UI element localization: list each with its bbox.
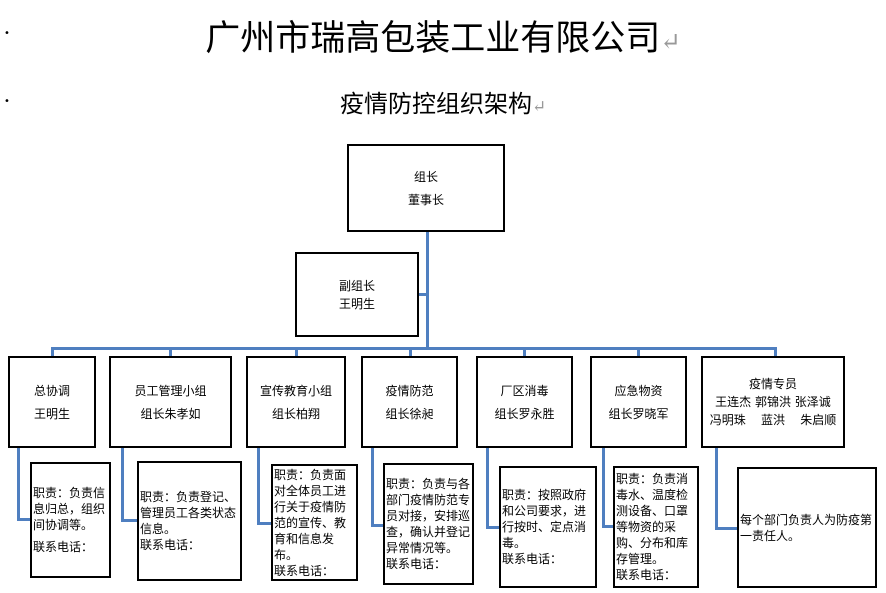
bullet-marker: • [4,96,10,107]
document-title: 广州市瑞高包装工业有限公司↵ [0,10,886,61]
dept-title: 疫情专员 [748,377,797,391]
phone-label: 联系电话： [616,568,677,582]
connector-line [602,446,605,525]
connector-line [486,526,500,529]
document-subtitle: 疫情防控组织架构↵ [0,84,886,119]
dept-title: 总协调 [33,383,70,398]
connector-line [121,519,138,522]
dept-box: 总协调王明生 [8,356,96,448]
duty-box: 职责：按照政府和公司要求，进行按时、定点消毒。联系电话： [499,466,597,588]
dept-title: 厂区消毒 [500,383,549,398]
connector-line [409,348,412,357]
connector-line [51,347,777,350]
paragraph-mark-icon: ↵ [531,96,547,116]
leader-box: 组长 董事长 [347,144,505,232]
vice-leader-box: 副组长 王明生 [295,252,419,337]
duty-text: 职责：负责面对全体员工进行关于疫情防范的宣传、教育和信息发布。 [274,467,347,562]
connector-line [523,348,526,357]
phone-label: 联系电话： [140,538,201,552]
duty-box: 职责：负责信息归总，组织间协调等。联系电话： [30,462,111,578]
dept-title: 员工管理小组 [134,383,207,398]
dept-leader: 组长柏翔 [271,406,320,421]
connector-line [257,446,260,522]
duty-box: 职责：负责与各部门疫情防范专员对接，安排巡查，确认并登记异常情况等。联系电话： [383,463,474,585]
dept-box: 宣传教育小组组长柏翔 [246,356,346,448]
dept-title: 宣传教育小组 [259,383,332,398]
vice-role: 副组长 [338,278,375,293]
subtitle-text: 疫情防控组织架构 [339,90,532,118]
duty-box: 职责：负责登记、管理员工各类状态信息。联系电话： [137,461,242,581]
duty-text: 职责：按照政府和公司要求，进行按时、定点消毒。 [502,488,587,550]
dept-box: 疫情防范组长徐昶 [361,356,458,448]
duty-box: 每个部门负责人为防疫第一责任人。 [737,467,877,588]
connector-line [486,446,489,526]
duty-text: 职责：负责登记、管理员工各类状态信息。 [140,490,237,536]
connector-line [17,446,20,518]
dept-member-names: 冯明珠 蓝洪 朱启顺 [709,413,837,427]
dept-leader: 组长罗永胜 [494,406,555,421]
connector-line [295,348,298,357]
connector-line [51,348,54,357]
duty-box: 职责：负责面对全体员工进行关于疫情防范的宣传、教育和信息发布。联系电话： [271,464,358,581]
connector-line [637,348,640,357]
leader-role: 组长 [413,169,438,184]
dept-leader: 组长徐昶 [385,406,434,421]
bullet-marker: • [4,28,10,39]
connector-line [602,525,614,528]
duty-text: 每个部门负责人为防疫第一责任人。 [740,512,873,543]
phone-label: 联系电话： [502,552,563,566]
dept-title: 应急物资 [614,383,663,398]
vice-name: 王明生 [338,296,375,311]
dept-box: 厂区消毒组长罗永胜 [476,356,573,448]
title-text: 广州市瑞高包装工业有限公司 [205,19,661,59]
duty-text: 职责：负责与各部门疫情防范专员对接，安排巡查，确认并登记异常情况等。 [386,477,471,555]
duty-text: 职责：负责信息归总，组织间协调等。 [33,486,106,532]
dept-box: 应急物资组长罗晓军 [590,356,687,448]
phone-label: 联系电话： [274,563,335,578]
leader-name: 董事长 [407,192,444,207]
connector-line [371,446,374,524]
dept-title: 疫情防范 [385,383,434,398]
dept-box: 疫情专员王连杰 郭锦洪 张泽诚冯明珠 蓝洪 朱启顺 [701,356,845,448]
dept-leader: 王明生 [33,406,70,421]
connector-line [426,231,429,349]
connector-line [17,518,31,521]
duty-text: 职责：负责消毒水、温度检测设备、口罩等物资的采购、分布和库存管理。 [616,472,689,566]
connector-line [169,348,172,357]
connector-line [715,446,718,527]
connector-line [257,522,272,525]
duty-box: 职责：负责消毒水、温度检测设备、口罩等物资的采购、分布和库存管理。联系电话： [613,466,699,588]
connector-line [715,527,738,530]
paragraph-mark-icon: ↵ [660,27,681,56]
dept-leader: 组长朱孝如 [140,406,201,421]
connector-line [774,348,777,357]
dept-leader: 组长罗晓军 [608,406,669,421]
connector-line [371,524,384,527]
connector-line [418,293,428,296]
connector-line [121,446,124,519]
phone-label: 联系电话： [386,557,447,571]
phone-label: 联系电话： [33,540,94,554]
dept-box: 员工管理小组组长朱孝如 [109,356,232,448]
dept-member-names: 王连杰 郭锦洪 张泽诚 [715,395,831,409]
